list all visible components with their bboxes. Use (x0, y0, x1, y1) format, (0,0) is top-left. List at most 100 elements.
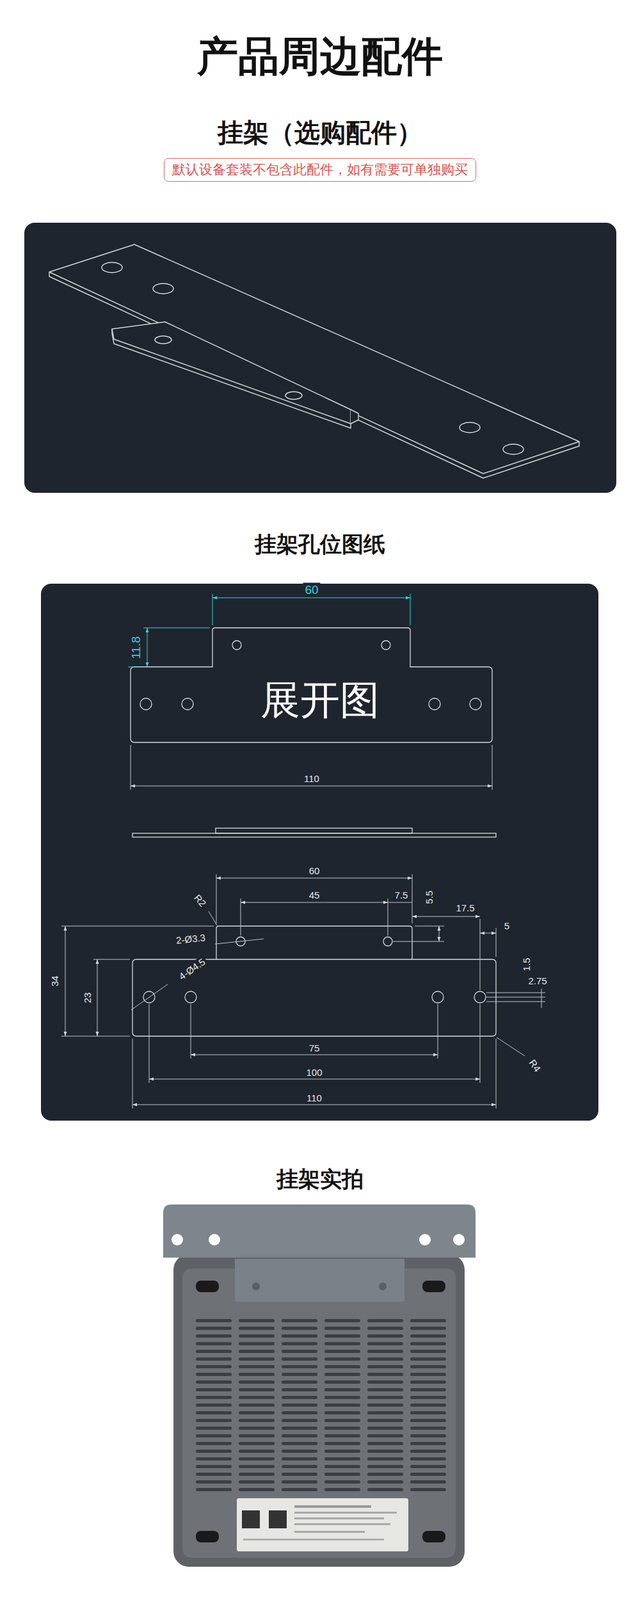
drawing-circle (428, 698, 441, 710)
drawing-line (143, 627, 210, 629)
drawing-line (61, 926, 214, 927)
drawing-rect (241, 1510, 260, 1529)
dimension-label: 1.5 (520, 956, 532, 974)
drawing-line (130, 785, 493, 787)
drawing-line (216, 958, 413, 960)
drawing-line (486, 1001, 546, 1003)
page-title: 产品周边配件 (197, 35, 443, 77)
drawing-line (414, 926, 445, 927)
drawing-circle (432, 991, 444, 1003)
drawing-circle (383, 936, 393, 946)
drawing-rect (422, 1530, 446, 1543)
dimension-label: 34 (49, 974, 61, 989)
dimension-label: 17.5 (453, 902, 477, 914)
drawing-rect (193, 1317, 450, 1492)
drawing-rect (234, 1255, 405, 1302)
dimension-label: 7.5 (392, 889, 411, 901)
drawing-line (212, 597, 411, 599)
drawing-line (147, 627, 148, 667)
drawing-ellipse (459, 422, 480, 433)
dimension-lines (61, 874, 546, 1109)
view-title: 展开图 (260, 680, 380, 720)
dimension-label: 100 (304, 1066, 324, 1078)
drawing-circle (453, 1233, 465, 1246)
drawing-line (486, 992, 546, 994)
drawing-line (149, 1079, 480, 1080)
bracket-3d (49, 244, 580, 479)
notice-box: 默认设备套装不包含此配件，如有需要可单独购买 (163, 158, 477, 182)
drawing-line (480, 1004, 481, 1083)
notice-text: 默认设备套装不包含此配件，如有需要可单独购买 (172, 161, 468, 178)
drawing-rect (422, 1280, 446, 1293)
drawing-circle (419, 1233, 431, 1246)
drawing-rect (243, 1538, 384, 1541)
dimension-label: 11.8 (129, 634, 143, 662)
section-heading: 挂架孔位图纸 (254, 533, 386, 555)
drawing-line (216, 874, 217, 924)
drawing-rect (294, 1517, 384, 1520)
drawing-circle (184, 991, 197, 1003)
drawing-circle (208, 1233, 221, 1246)
dimension-lines (130, 744, 493, 790)
drawing-line (65, 926, 66, 1037)
drawing-circle (252, 1282, 260, 1291)
section-heading: 挂架（选购配件） (217, 119, 423, 146)
drawing-line (212, 593, 214, 626)
drawing-line (480, 933, 496, 934)
dimension-label: 60 (307, 865, 322, 877)
drawing-line (128, 666, 144, 668)
drawing-line (190, 1004, 192, 1059)
drawing-line (480, 919, 481, 991)
drawing-line (486, 997, 546, 998)
drawing-path (112, 321, 351, 424)
drawing-line (392, 941, 445, 943)
drawing-line (132, 1104, 496, 1106)
drawing-line (149, 1004, 150, 1083)
bracket-photo (163, 1204, 476, 1567)
section-heading: 挂架实拍 (276, 1168, 364, 1190)
drawing-line (61, 1036, 130, 1037)
drawing-circle (469, 698, 482, 710)
drawing-line (492, 744, 493, 790)
drawing-rect (215, 828, 413, 834)
drawing-ellipse (503, 444, 524, 455)
unfolded-view (130, 627, 493, 743)
drawing-path (132, 926, 496, 1037)
drawing-line (208, 911, 217, 926)
drawing-line (190, 1054, 438, 1056)
drawing-circle (378, 1282, 387, 1291)
drawing-circle (181, 698, 194, 710)
drawing-circle (171, 1233, 184, 1246)
drawing-rect (294, 1505, 372, 1508)
drawing-line (234, 1257, 405, 1259)
drawing-rect (195, 1530, 219, 1543)
dark-panel (40, 583, 599, 1121)
drawing-rect (182, 1268, 456, 1558)
drawing-rect (173, 1254, 465, 1567)
drawing-line (387, 898, 389, 936)
drawing-rect (195, 1280, 219, 1293)
drawing-circle (381, 640, 391, 650)
drawing-circle (140, 698, 152, 710)
drawing-line (541, 988, 543, 1008)
drawing-line (410, 593, 411, 626)
drawing-line (216, 878, 413, 879)
drawing-line (215, 938, 264, 944)
drawing-path (163, 1204, 476, 1258)
drawing-rect (236, 1498, 409, 1552)
drawing-line (496, 1038, 497, 1109)
dark-panel (24, 222, 617, 493)
drawing-line (412, 874, 413, 924)
dimension-label: 45 (307, 889, 322, 901)
drawing-path (350, 409, 359, 424)
drawing-line (439, 926, 440, 942)
drawing-path (130, 627, 493, 743)
drawing-path (49, 244, 580, 474)
drawing-rect (132, 833, 496, 838)
drawing-line (387, 902, 413, 904)
drawing-circle (232, 640, 242, 650)
drawing-line (93, 959, 130, 960)
drawing-ellipse (152, 283, 174, 294)
dimension-label: 75 (307, 1042, 322, 1054)
